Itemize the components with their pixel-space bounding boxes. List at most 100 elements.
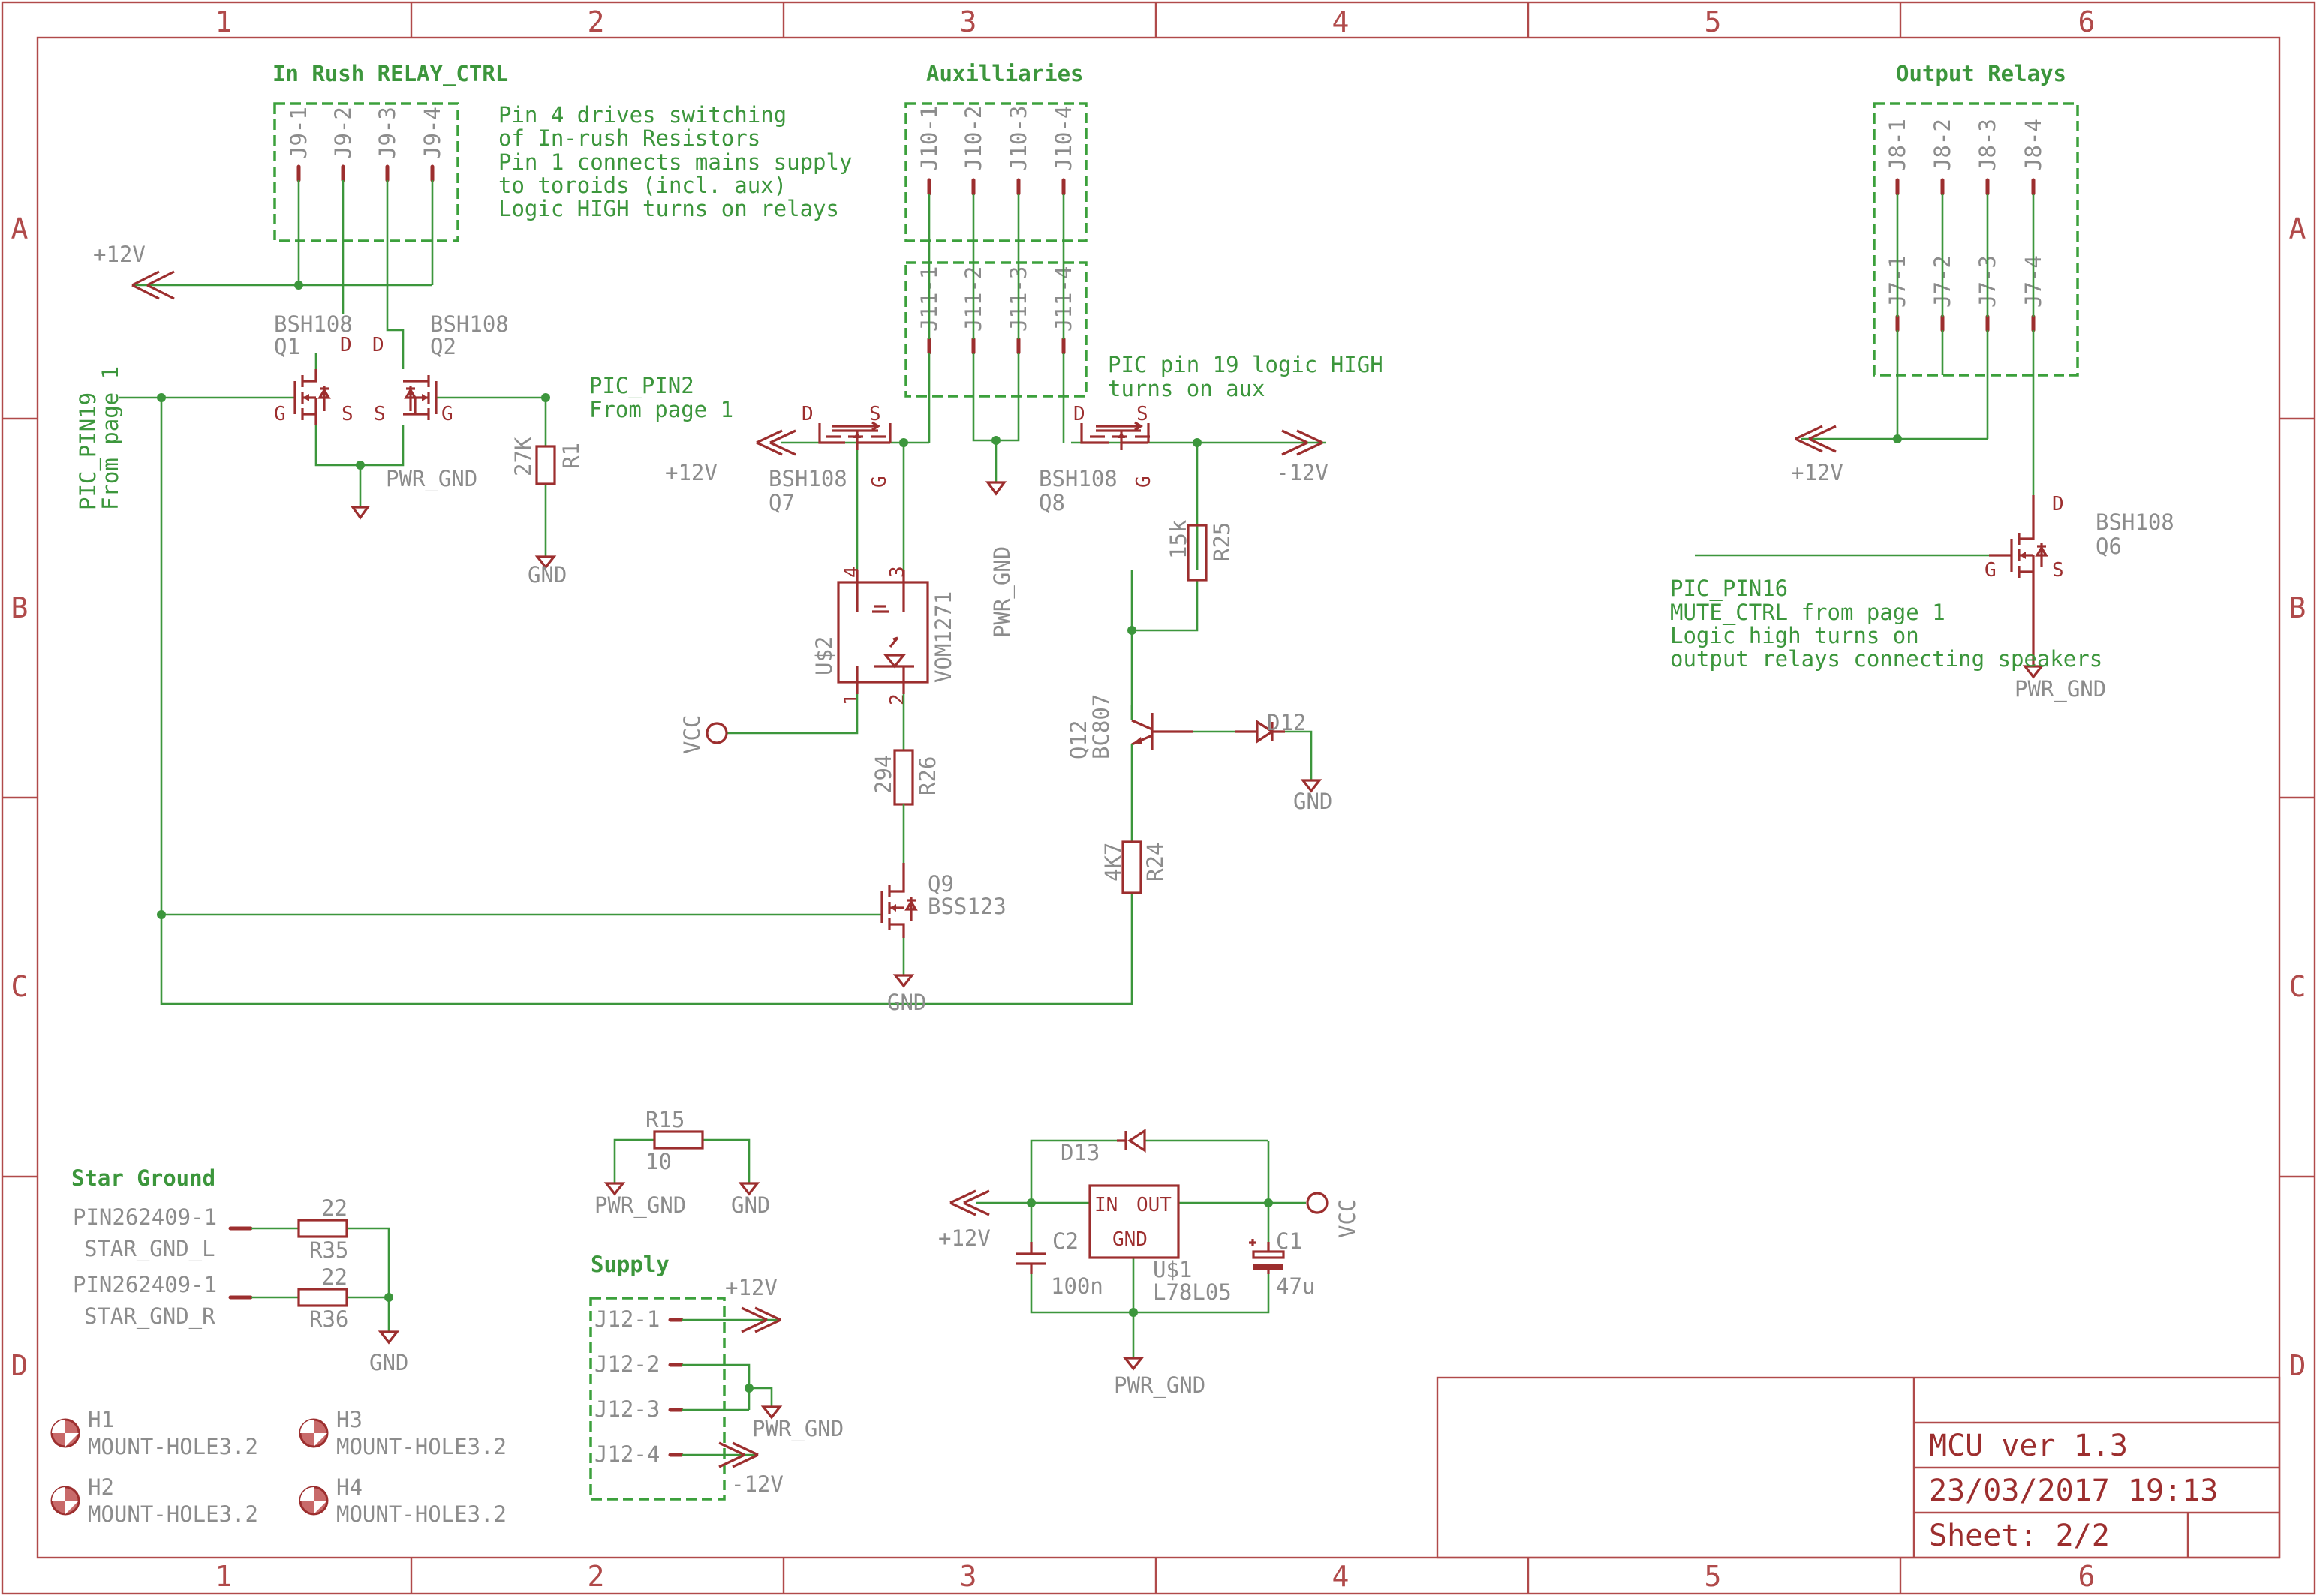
j10-pin-3: J10-3 — [1006, 106, 1031, 171]
r15-section: R15 10 PWR_GND GND — [594, 1107, 770, 1219]
q6-value: BSH108 — [2096, 509, 2174, 535]
mount-hole-icon — [50, 1418, 80, 1448]
r1-value: 27K — [510, 437, 536, 476]
net-label-pwr-gnd-q6: PWR_GND — [2015, 676, 2106, 702]
r24-value: 4K7 — [1100, 843, 1126, 882]
aux-note-2: turns on aux — [1108, 376, 1265, 401]
us1-pin-gnd: GND — [1112, 1228, 1148, 1251]
net-label-vcc: VCC — [679, 715, 705, 754]
frame-col-4: 4 — [1332, 5, 1350, 38]
q8-pin-s: S — [1136, 403, 1148, 425]
mute-note-3: Logic high turns on — [1670, 623, 1919, 648]
us1-pin-in: IN — [1094, 1194, 1118, 1216]
aux-title: Auxilliaries — [926, 61, 1084, 86]
minus12v-arrow-icon — [1281, 429, 1323, 456]
q6-ref: Q6 — [2096, 534, 2122, 559]
ground-icon — [378, 1330, 400, 1345]
mount-hole-icon — [50, 1486, 80, 1516]
star-pin-l: PIN262409-1 — [73, 1204, 217, 1230]
q1-pin-g: G — [274, 403, 286, 425]
frame-row-d: D — [11, 1349, 29, 1382]
h1-ref: H1 — [88, 1407, 114, 1432]
frame-col-6: 6 — [2078, 5, 2096, 38]
q9-ref: Q9 — [928, 871, 954, 897]
q2-pin-d: D — [372, 334, 384, 356]
supply-section: Supply J12-1 J12-2 J12-3 J12-4 +12V PWR_… — [589, 1252, 844, 1501]
h4-value: MOUNT-HOLE3.2 — [336, 1501, 507, 1527]
r36-ref: R36 — [309, 1306, 348, 1332]
q8-pin-g: G — [1133, 476, 1155, 488]
net-label-plus12v-out: +12V — [1791, 460, 1843, 485]
inrush-section: In Rush RELAY_CTRL J9-1 J9-2 J9-3 J9-4 P… — [93, 61, 852, 588]
title-date: 23/03/2017 19:13 — [1929, 1474, 2218, 1508]
ground-icon — [985, 481, 1007, 496]
net-label-plus12v-supply: +12V — [725, 1275, 778, 1300]
inrush-note-4: to toroids (incl. aux) — [498, 173, 787, 198]
r35-value: 22 — [321, 1195, 348, 1221]
mosfet-q7 — [818, 421, 892, 450]
frame-col-2-bottom: 2 — [588, 1560, 605, 1593]
star-net-r: STAR_GND_R — [84, 1303, 215, 1330]
resistor-r15 — [653, 1130, 704, 1150]
frame-row-c-right: C — [2289, 970, 2306, 1003]
us1-ref: U$1 — [1153, 1257, 1192, 1282]
star-pin-r: PIN262409-1 — [73, 1272, 217, 1297]
net-label-plus12v: +12V — [93, 242, 146, 267]
frame-row-b-right: B — [2289, 591, 2306, 624]
us2-pin-1: 1 — [841, 693, 863, 705]
net-label-pwr-gnd-q1: PWR_GND — [386, 466, 477, 492]
pic-pin19-label: PIC_PIN19 — [75, 392, 101, 510]
output-relays-section: Output Relays J8-1 J8-2 J8-3 J8-4 J7-1 J… — [1670, 61, 2174, 702]
r36-value: 22 — [321, 1264, 348, 1290]
star-ground-title: Star Ground — [71, 1165, 215, 1191]
frame-col-2: 2 — [588, 5, 605, 38]
j12-pin-2: J12-2 — [594, 1351, 660, 1377]
inrush-note-5: Logic HIGH turns on relays — [498, 196, 839, 221]
r26-value: 294 — [871, 755, 896, 794]
title-sheet: Sheet: 2/2 — [1929, 1519, 2110, 1553]
net-label-gnd-r15: GND — [731, 1192, 770, 1218]
vcc-icon — [1306, 1192, 1329, 1214]
j12-pin-4: J12-4 — [594, 1441, 660, 1467]
q2-value: BSH108 — [430, 311, 509, 337]
resistor-r1 — [535, 445, 556, 485]
j9-pin-2: J9-2 — [330, 107, 356, 159]
ground-icon — [738, 1182, 760, 1196]
aux-section: Auxilliaries J10-1 J10-2 J10-3 J10-4 J11… — [665, 61, 1383, 1015]
frame-col-5-bottom: 5 — [1705, 1560, 1722, 1593]
mute-note-4: output relays connecting speakers — [1670, 646, 2102, 672]
capacitor-c2 — [1016, 1242, 1046, 1274]
q7-pin-s: S — [869, 403, 881, 425]
frame-row-d-right: D — [2289, 1349, 2306, 1382]
ground-icon — [603, 1182, 626, 1196]
mute-note-1: PIC_PIN16 — [1670, 576, 1788, 602]
frame-row-a: A — [11, 212, 29, 245]
q2-ref: Q2 — [430, 334, 456, 359]
frame-row-a-right: A — [2289, 212, 2306, 245]
pic-pin19-net: PIC_PIN19 From page 1 — [75, 366, 1133, 1005]
frame-col-6-bottom: 6 — [2078, 1560, 2096, 1593]
j8-pin-1: J8-1 — [1885, 119, 1910, 171]
q8-ref: Q8 — [1039, 490, 1065, 515]
q1-pin-d: D — [340, 334, 352, 356]
j8-j7-header — [1873, 102, 2079, 377]
j8-pin-2: J8-2 — [1930, 119, 1955, 171]
net-label-gnd-r1: GND — [528, 562, 567, 588]
q6-pin-d: D — [2052, 493, 2064, 515]
j9-pin-3: J9-3 — [375, 107, 400, 159]
plus12v-arrow-icon — [949, 1189, 990, 1216]
transistor-q12 — [1131, 713, 1193, 750]
j9-pin-4: J9-4 — [420, 107, 445, 159]
us2-value: VOM1271 — [931, 591, 956, 683]
mount-hole-icon — [299, 1418, 329, 1448]
q7-pin-d: D — [802, 403, 814, 425]
vcc-icon — [706, 722, 728, 744]
j10-pin-2: J10-2 — [961, 106, 986, 171]
r25-value: 15k — [1166, 519, 1191, 559]
title-text: MCU ver 1.3 — [1929, 1429, 2128, 1463]
c1-ref: C1 — [1276, 1228, 1302, 1254]
pic-pin2-label: PIC_PIN2 — [589, 373, 694, 399]
net-label-gnd-star: GND — [369, 1350, 408, 1375]
frame-col-3: 3 — [960, 5, 977, 38]
